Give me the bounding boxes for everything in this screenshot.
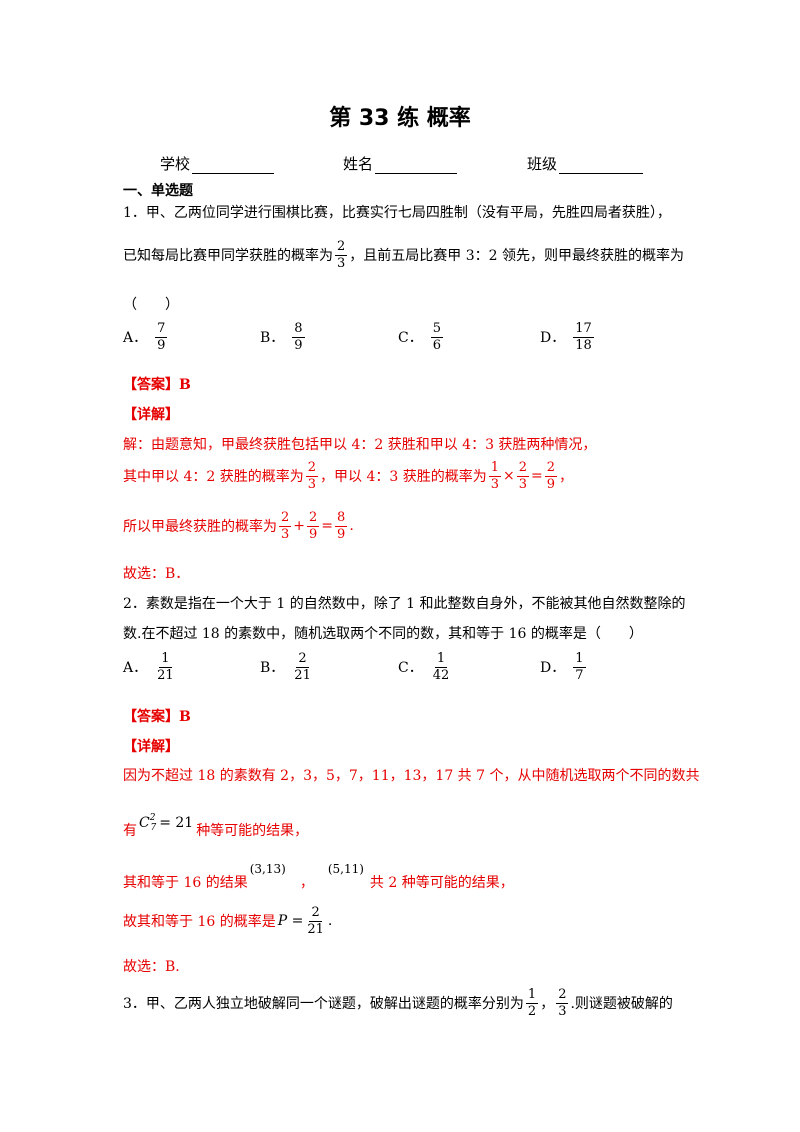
q1-detail-heading: 【详解】 — [123, 407, 179, 423]
q2-solution-line3: 其和等于 16 的结果 (3,13) ， (5,11) 共 2 种等可能的结果， — [123, 862, 514, 891]
name-field[interactable]: 姓名 — [343, 153, 458, 174]
section-heading: 一、单选题 — [123, 183, 193, 199]
q2-choose: 故选：B. — [123, 959, 180, 975]
q2-solution-line2: 有 C27 = 21 种等可能的结果， — [123, 813, 309, 839]
page-title: 第 33 练 概率 — [329, 106, 471, 131]
combination-symbol: C27 — [139, 813, 157, 833]
class-label: 班级 — [527, 155, 558, 173]
q1-line2-b: ，且前五局比赛甲 3：2 领先，则甲最终获胜的概率为 — [349, 248, 684, 265]
q1-line1: 1．甲、乙两位同学进行围棋比赛，比赛实行七局四胜制（没有平局，先胜四局者获胜）， — [123, 205, 671, 221]
class-field[interactable]: 班级 — [527, 153, 644, 174]
name-blank[interactable] — [375, 159, 458, 174]
pair-5-11: (5,11) — [327, 862, 364, 876]
q2-line1: 2．素数是指在一个大于 1 的自然数中，除了 1 和此整数自身外，不能被其他自然… — [123, 596, 686, 612]
pair-3-13: (3,13) — [249, 862, 286, 876]
class-blank[interactable] — [559, 159, 644, 174]
q1-answer: 【答案】B — [123, 377, 191, 393]
school-label: 学校 — [160, 155, 191, 173]
q1-choose: 故选：B． — [123, 566, 190, 582]
school-blank[interactable] — [192, 159, 275, 174]
q2-detail-heading: 【详解】 — [123, 739, 179, 755]
name-label: 姓名 — [343, 155, 374, 173]
q2-solution-line1: 因为不超过 18 的素数有 2，3，5，7，11，13，17 共 7 个，从中随… — [123, 768, 700, 784]
q2-answer: 【答案】B — [123, 709, 191, 725]
q1-line2-a: 已知每局比赛甲同学获胜的概率为 — [123, 248, 333, 265]
q2-line2: 数.在不超过 18 的素数中，随机选取两个不同的数，其和等于 16 的概率是（ … — [123, 626, 643, 642]
q1-line3: （ ） — [123, 297, 179, 313]
q1-solution-line1: 解：由题意知，甲最终获胜包括甲以 4：2 获胜和甲以 4：3 获胜两种情况， — [123, 437, 597, 453]
school-field[interactable]: 学校 — [160, 153, 275, 174]
